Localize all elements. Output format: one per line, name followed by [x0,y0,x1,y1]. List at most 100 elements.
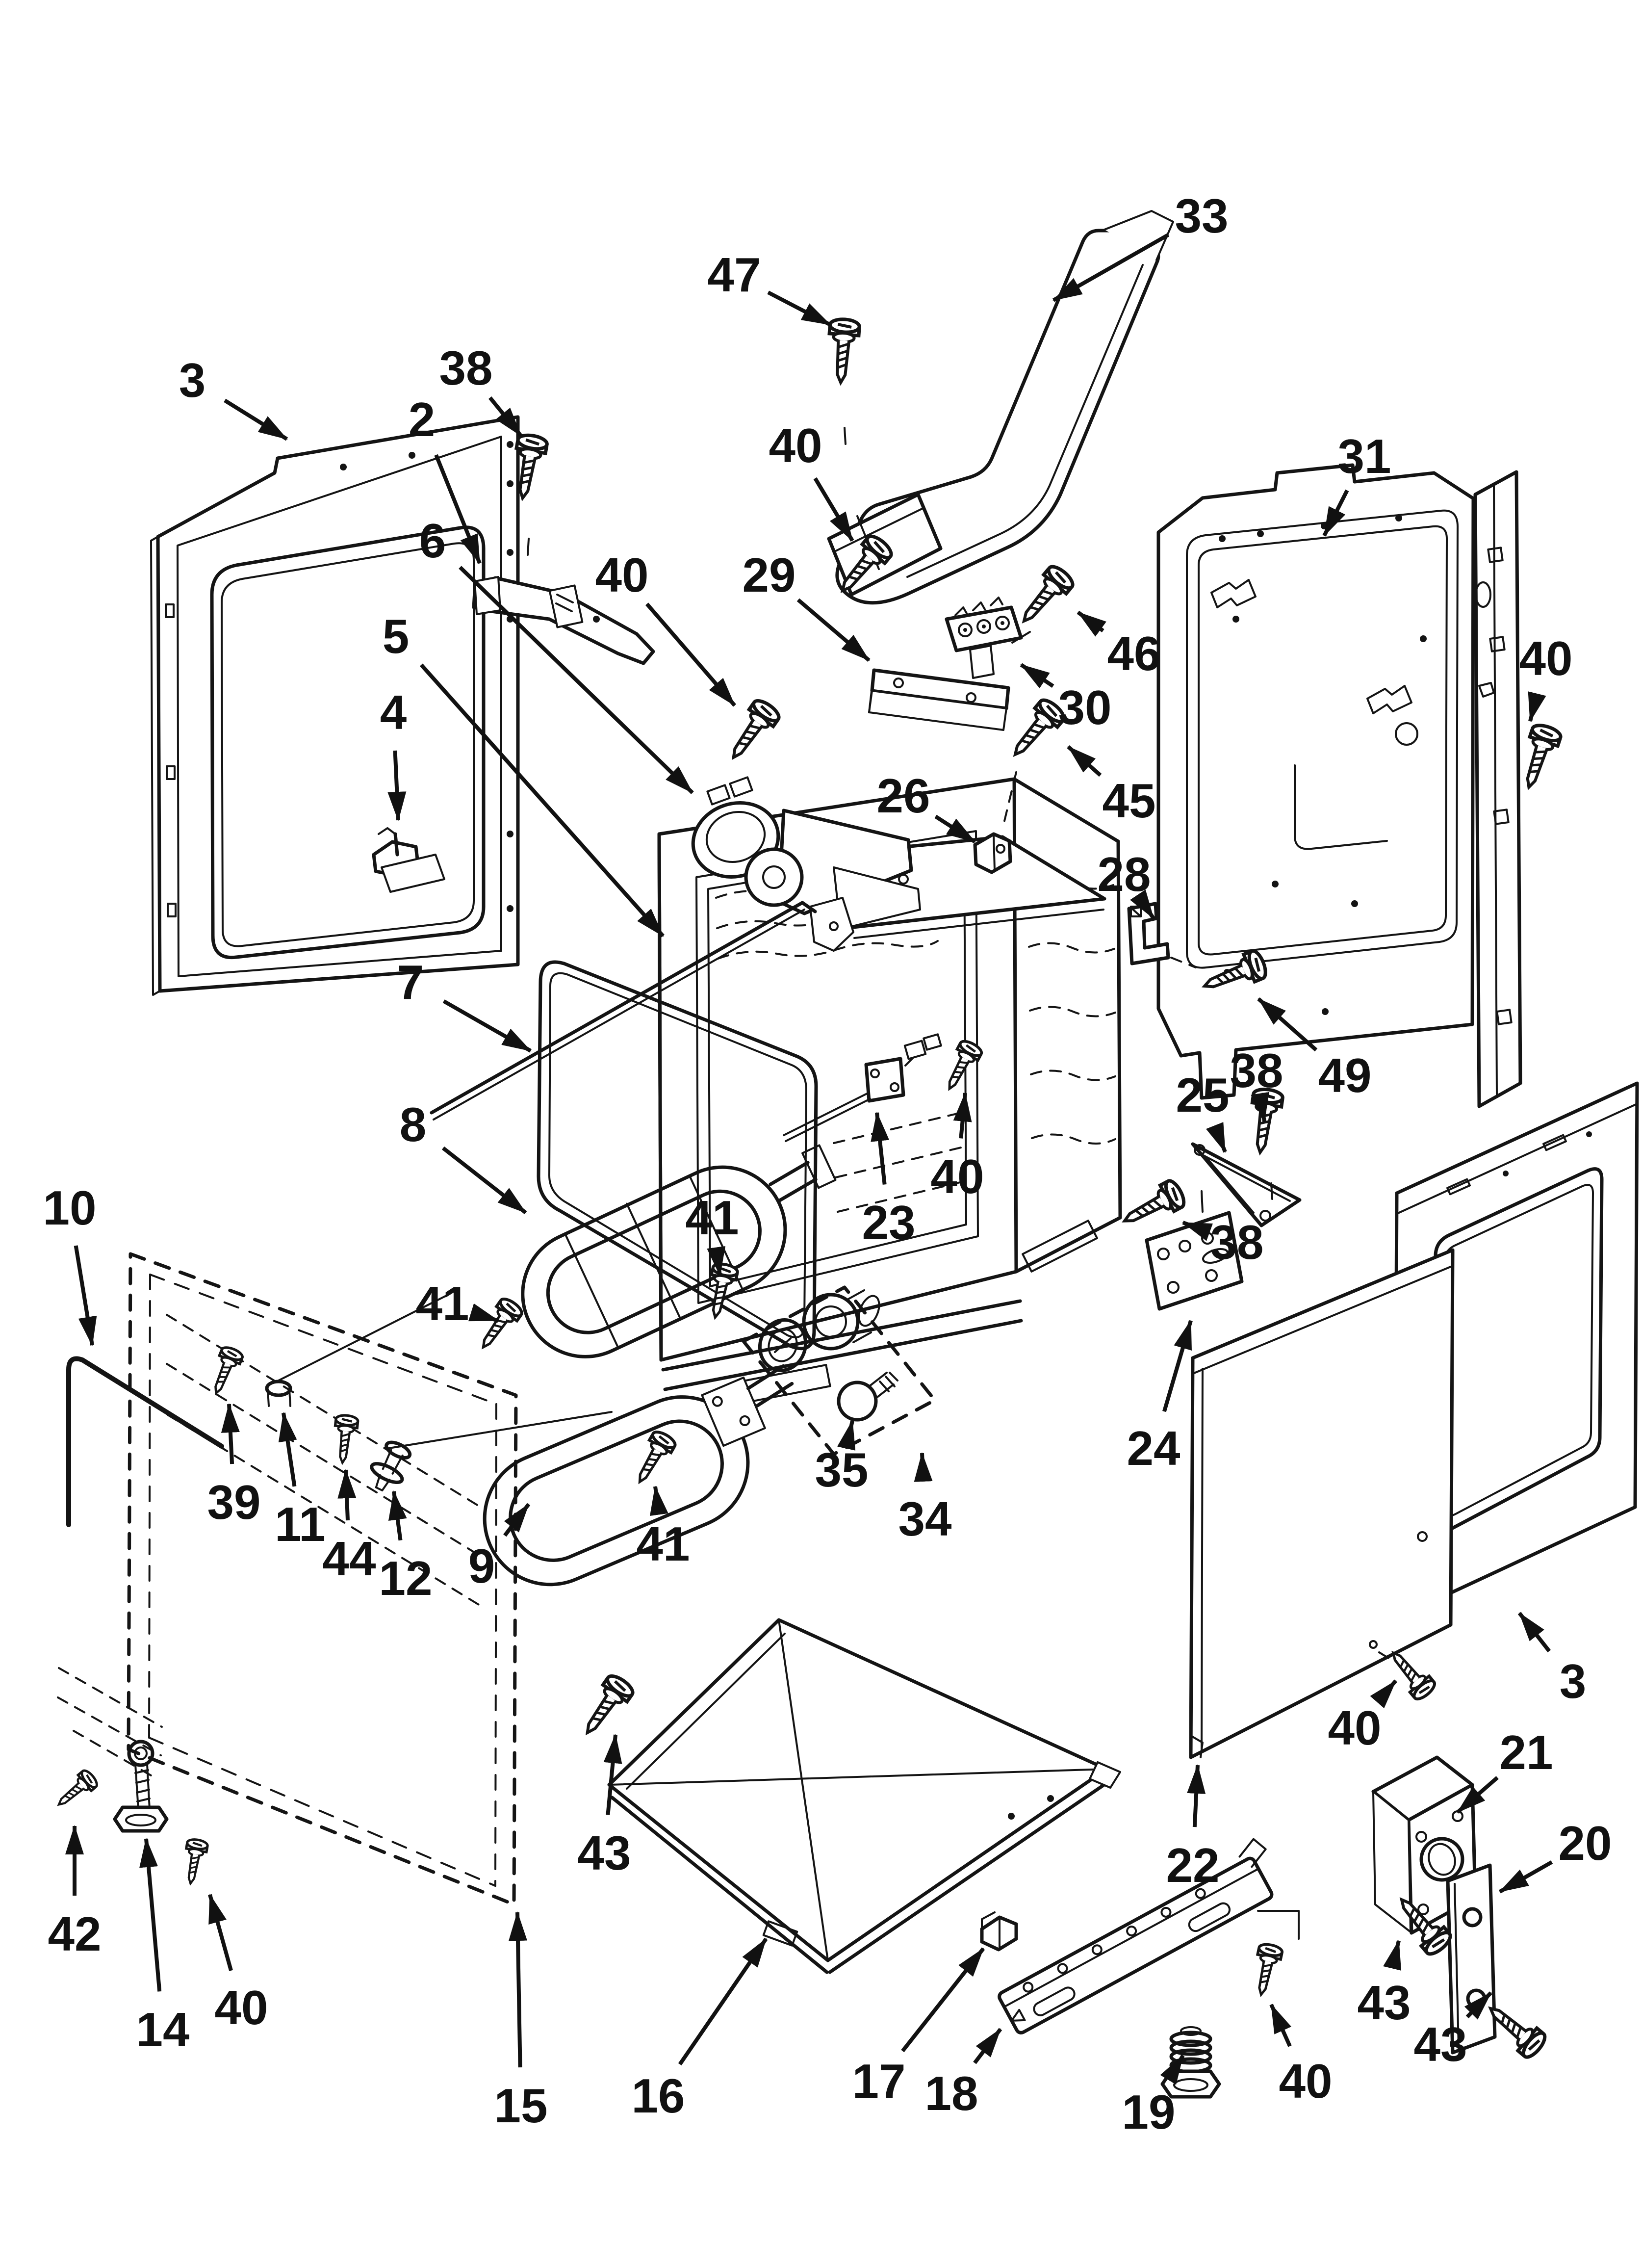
screw-44 [332,1414,359,1464]
part-number-label: 35 [815,1443,868,1497]
part-number-label: 46 [1107,626,1160,680]
rear-panel [1156,463,1475,1100]
callout-19-53: 19 [1122,2054,1185,2139]
callout-40-54: 40 [1269,2004,1333,2108]
left-side-panel [150,415,520,996]
oven-light-kit [742,1285,937,1456]
callout-46-10: 46 [1077,610,1161,680]
part-number-label: 2 [409,392,436,446]
part-number-label: 3 [1560,1654,1587,1708]
part-number-label: 18 [924,2066,978,2120]
part-number-label: 19 [1122,2085,1175,2139]
part-number-label: 7 [397,955,424,1009]
gusset-bracket [1191,1142,1302,1227]
part-number-label: 23 [862,1196,915,1250]
screw-40-mid [721,697,782,766]
part-number-label: 38 [1230,1043,1283,1097]
screw-42 [52,1768,99,1812]
callout-40-7: 40 [769,418,854,542]
part-number-label: 41 [685,1191,739,1245]
part-number-label: 17 [852,2054,905,2108]
part-number-label: 40 [930,1149,984,1203]
light-bulb [837,1372,898,1422]
part-number-label: 28 [1097,847,1151,901]
part-number-label: 42 [48,1907,101,1961]
callout-5-13: 5 [383,609,665,938]
screw-41-bake [629,1429,677,1488]
side-panel [1189,1248,1455,1759]
part-number-label: 43 [1357,1976,1411,2030]
screw-43-left [575,1672,636,1741]
drawer-clip [980,1911,1018,1952]
part-number-label: 40 [1328,1701,1381,1755]
cavity-clip [973,771,1017,874]
screw-47 [826,318,860,384]
part-number-label: 4 [380,685,407,739]
top-rear-bracket [472,576,655,665]
part-number-label: 34 [898,1492,951,1546]
callout-41-35: 41 [636,1486,690,1571]
screw-40-rear [1515,723,1563,792]
manifold-panel-dashed [57,1252,518,1906]
callout-3-2: 3 [179,353,288,441]
callout-2-4: 2 [409,392,482,564]
callout-8-24: 8 [400,1097,527,1215]
callout-4-14: 4 [380,685,407,821]
part-number-label: 6 [419,514,446,568]
light-lens-ring [758,1318,808,1372]
part-number-label: 30 [1058,680,1111,734]
callout-43-44: 43 [1413,1991,1492,2071]
callout-33-1: 33 [1052,189,1229,302]
callout-14-46: 14 [136,1838,190,2057]
latch-keeper-clip [372,827,445,893]
callout-12-33: 12 [379,1490,433,1605]
callout-20-42: 20 [1499,1816,1612,1894]
callout-28-17: 28 [1097,847,1155,920]
callout-40-40: 40 [1328,1679,1398,1755]
part-number-label: 40 [595,548,648,602]
part-number-label: 8 [400,1097,427,1151]
part-number-label: 31 [1337,429,1391,483]
rear-panel-side-brace [1473,470,1522,1108]
light-glass-dome [802,1289,880,1351]
callout-30-11: 30 [1020,663,1112,734]
part-number-label: 3 [179,353,206,407]
callout-45-16: 45 [1067,745,1156,828]
latch-rod [430,901,817,1121]
part-number-label: 14 [136,2003,189,2057]
part-number-label: 5 [383,609,410,663]
part-number-label: 39 [207,1475,260,1529]
part-number-label: 40 [1279,2054,1332,2108]
callout-22-38: 22 [1166,1764,1220,1892]
callout-35-36: 35 [815,1420,869,1497]
part-number-label: 47 [707,248,761,302]
callout-38-27: 38 [1182,1215,1264,1269]
callout-42-45: 42 [48,1825,102,1961]
callout-3-39: 3 [1517,1612,1587,1708]
screw-39 [206,1345,244,1398]
part-number-label: 40 [214,1981,268,2034]
part-number-label: 33 [1175,189,1228,243]
part-number-label: 9 [468,1539,495,1593]
wire-shield [66,1356,224,1527]
part-number-label: 40 [1519,631,1572,685]
callout-21-41: 21 [1456,1725,1553,1814]
callout-41-25: 41 [685,1191,739,1277]
callout-41-26: 41 [415,1277,499,1330]
base-pan [607,1618,1121,1974]
part-number-label: 43 [577,1826,631,1880]
screw-40-bottom [1250,1943,1283,1997]
part-number-label: 12 [379,1551,432,1605]
part-number-label: 16 [631,2069,685,2123]
part-number-label: 38 [1210,1215,1263,1269]
callout-43-49: 43 [577,1734,631,1880]
terminal-block [945,597,1031,679]
part-number-label: 21 [1499,1725,1553,1779]
callout-23-22: 23 [862,1112,916,1250]
callout-31-5: 31 [1322,429,1391,537]
callout-11-31: 11 [275,1412,326,1551]
part-number-label: 15 [494,2079,547,2133]
callout-40-23: 40 [930,1092,984,1203]
callout-24-28: 24 [1127,1320,1193,1475]
